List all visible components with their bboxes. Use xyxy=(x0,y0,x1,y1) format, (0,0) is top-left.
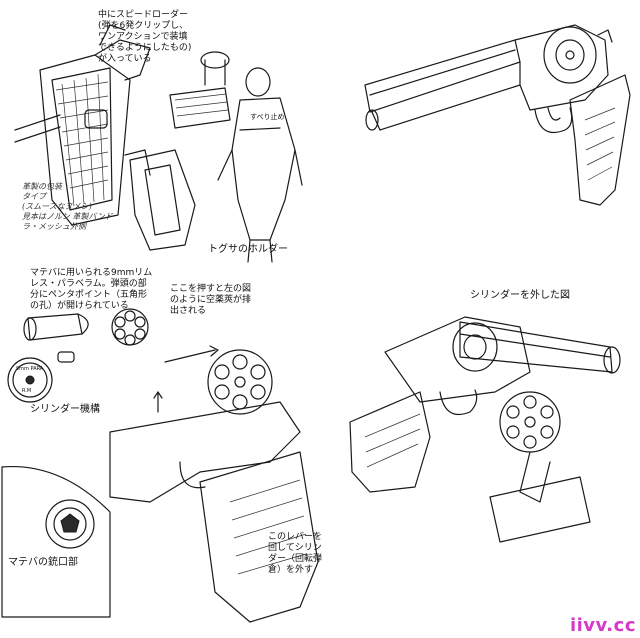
handwritten-note: 革製の包装 タイプ (スムースなヌメシ) 見本はノルン 革製バンド ラ・メッシュ… xyxy=(22,182,113,231)
panel-revolver-side xyxy=(330,0,640,270)
muzzle-caption: マテバの銃口部 xyxy=(8,557,78,568)
cylinder-removed-drawing xyxy=(349,316,621,543)
ammo-note: マテバに用いられる9mmリム レス・パラベラム。弾頭の部 分にペンタポイント（五… xyxy=(30,268,153,311)
holster-drawing xyxy=(14,24,303,263)
push-note: ここを押すと左の図 のように空薬莢が排 出される xyxy=(170,284,252,316)
cylinder-mechanism-drawing xyxy=(1,308,319,623)
cylinder-mechanism-label: シリンダー機構 xyxy=(30,404,100,415)
speedloader-note: 中にスピードローダー (弾を6発クリップし、 ワンアクションで装填 できるように… xyxy=(98,10,192,64)
lever-note: このレバーを 回してシリン ダー（回転弾 倉）を外す xyxy=(268,532,323,575)
holster-caption: トグサのホルダー xyxy=(208,244,288,255)
small-label: すべり止め xyxy=(250,113,285,121)
cartridge-stamp-top: 9mm PARA xyxy=(16,366,44,372)
panel-holster: 中にスピードローダー (弾を6発クリップし、 ワンアクションで装填 できるように… xyxy=(0,0,320,270)
revolver-side-drawing xyxy=(364,24,631,206)
panel-cylinder-removed: シリンダーを外した図 xyxy=(330,262,640,638)
cylinder-removed-caption: シリンダーを外した図 xyxy=(470,290,570,301)
watermark-text: iivv.cc xyxy=(569,615,636,636)
panel-cylinder-mechanism: マテバに用いられる9mmリム レス・パラベラム。弾頭の部 分にペンタポイント（五… xyxy=(0,262,340,638)
cartridge-stamp-bottom: R.M xyxy=(22,388,32,394)
